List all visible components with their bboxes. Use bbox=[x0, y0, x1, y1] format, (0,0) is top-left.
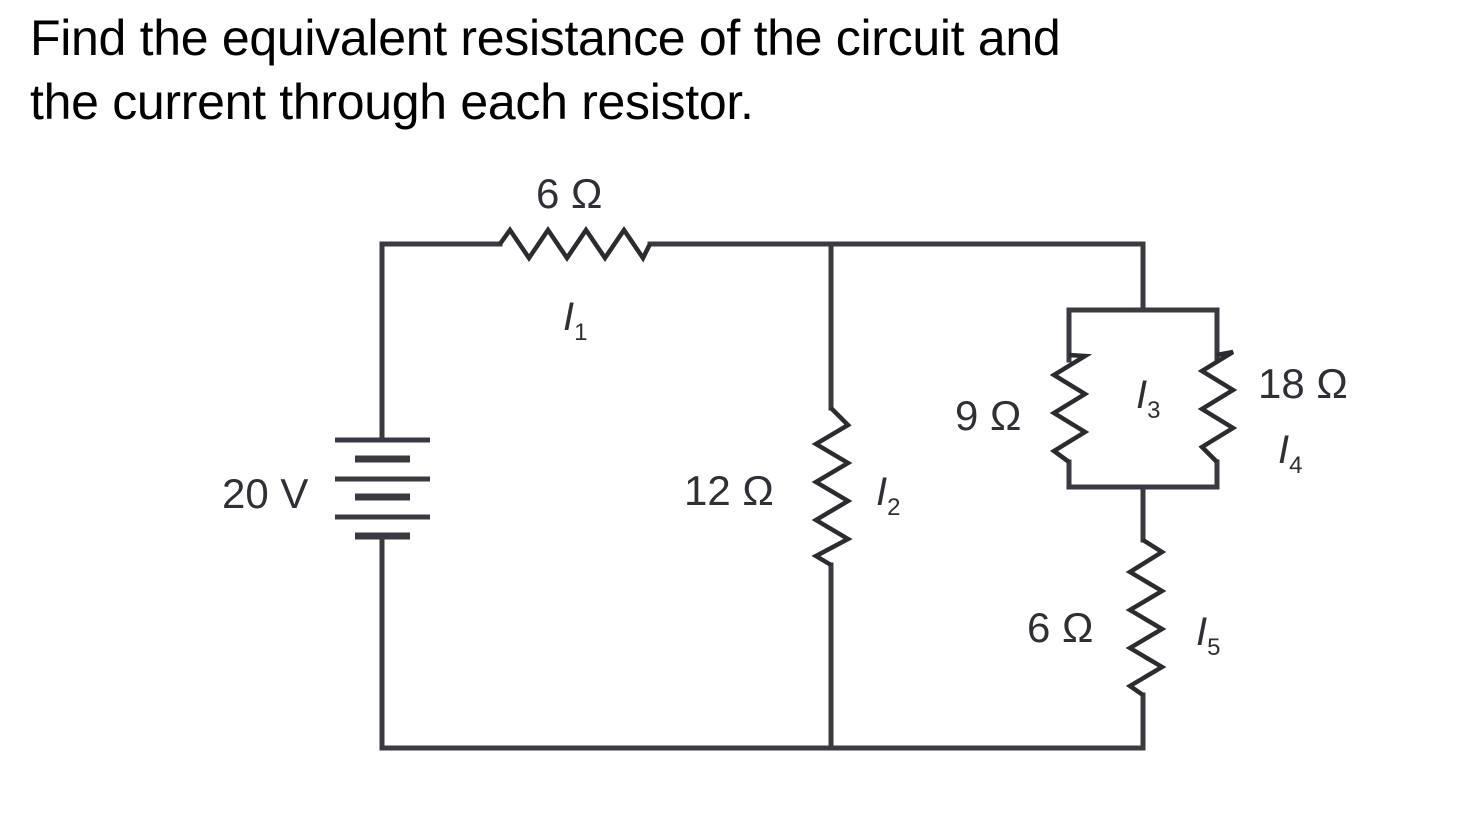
wire-bottom bbox=[379, 532, 1146, 751]
wire-parallel-top bbox=[1066, 307, 1220, 363]
question-line-1: Find the equivalent resistance of the ci… bbox=[30, 10, 1061, 66]
battery-label: 20 V bbox=[222, 470, 308, 517]
resistor-r1 bbox=[498, 225, 653, 263]
wires bbox=[379, 241, 1220, 751]
resistor-r2 bbox=[811, 406, 853, 567]
r5-label: 6 Ω bbox=[1027, 604, 1093, 651]
resistor-r4 bbox=[1197, 349, 1238, 464]
wire-left-top bbox=[379, 241, 503, 440]
r3-label: 9 Ω bbox=[955, 392, 1021, 439]
resistor-r5 bbox=[1125, 538, 1167, 697]
r2-current-label: I2 bbox=[876, 470, 900, 521]
question-line-2: the current through each resistor. bbox=[30, 74, 754, 130]
r1-current-label: I1 bbox=[563, 295, 587, 346]
resistor-r3 bbox=[1049, 352, 1093, 464]
wire-top bbox=[647, 241, 1146, 311]
r3-current-label: I3 bbox=[1136, 373, 1160, 424]
r4-label: 18 Ω bbox=[1258, 360, 1348, 407]
r2-label: 12 Ω bbox=[684, 467, 774, 514]
r1-label: 6 Ω bbox=[536, 170, 602, 217]
question-text: Find the equivalent resistance of the ci… bbox=[30, 6, 1061, 134]
wire-parallel-bottom bbox=[1066, 459, 1220, 490]
r4-current-label: I4 bbox=[1278, 428, 1302, 479]
r5-current-label: I5 bbox=[1196, 610, 1220, 661]
battery-symbol bbox=[335, 437, 430, 540]
